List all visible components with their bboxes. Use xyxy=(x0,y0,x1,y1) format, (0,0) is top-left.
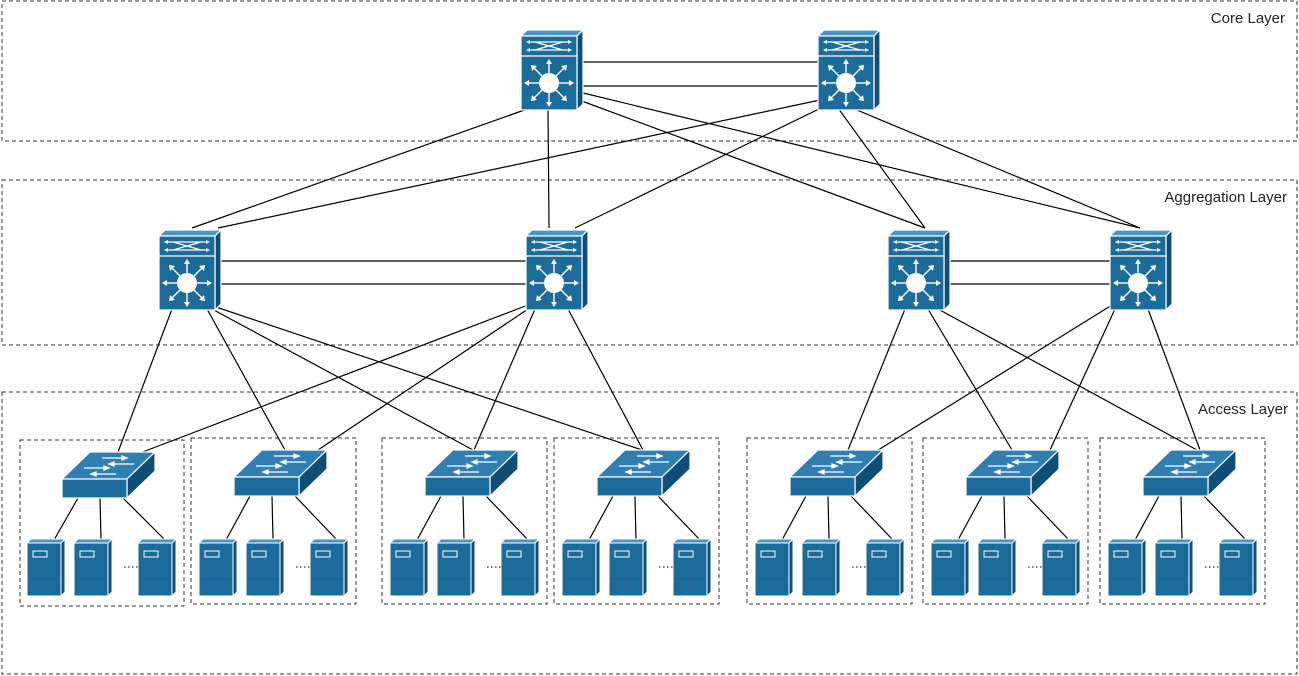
core-layer-zone xyxy=(1,0,1298,142)
aggregation-to-access-link xyxy=(211,308,474,451)
server-tower-icon xyxy=(608,538,648,597)
access-to-server-link xyxy=(827,495,830,541)
server-tower-icon xyxy=(198,538,238,597)
workgroup-switch-icon xyxy=(233,449,328,497)
aggregation-to-access-link xyxy=(1147,308,1201,451)
aggregation-to-access-link xyxy=(567,308,644,451)
aggregation-to-access-link xyxy=(937,308,1198,451)
access-to-server-link xyxy=(1134,495,1160,541)
workgroup-switch-icon xyxy=(596,449,691,497)
access-to-server-link xyxy=(271,495,274,541)
server-tower-icon xyxy=(865,538,905,597)
layer3-multilayer-switch-icon xyxy=(1109,229,1173,311)
workgroup-switch-icon xyxy=(1142,449,1237,497)
server-tower-icon xyxy=(436,538,476,597)
access-to-server-link xyxy=(634,495,637,541)
server-tower-icon xyxy=(561,538,601,597)
access-group-6 xyxy=(922,437,1089,605)
access-to-server-link xyxy=(1026,495,1070,541)
core-to-aggregation-link xyxy=(578,99,926,229)
aggregation-to-access-link xyxy=(206,308,286,451)
aggregation-to-access-link xyxy=(317,306,532,451)
aggregation-to-access-link xyxy=(215,306,643,451)
server-tower-icon xyxy=(672,538,712,597)
core-layer-label: Core Layer xyxy=(1211,10,1285,27)
access-group-4 xyxy=(553,437,720,605)
aggregation-layer-zone xyxy=(1,179,1298,346)
workgroup-switch-icon xyxy=(965,449,1060,497)
server-tower-icon xyxy=(73,538,113,597)
core-to-aggregation-link xyxy=(547,107,550,229)
aggregation-to-access-link xyxy=(117,308,173,453)
server-tower-icon xyxy=(801,538,841,597)
core-to-aggregation-link xyxy=(578,91,1141,229)
aggregation-to-access-link xyxy=(139,304,529,454)
core-to-aggregation-link xyxy=(191,107,531,229)
layer3-multilayer-switch-icon xyxy=(887,229,951,311)
access-to-server-link xyxy=(485,495,529,541)
core-to-aggregation-link xyxy=(217,99,821,229)
access-group-7 xyxy=(1099,437,1266,605)
access-layer-zone xyxy=(1,391,1298,675)
access-to-server-link xyxy=(99,497,102,541)
server-tower-icon xyxy=(245,538,285,597)
server-tower-icon xyxy=(309,538,349,597)
aggregation-to-access-link xyxy=(1049,308,1116,451)
server-tower-icon xyxy=(137,538,177,597)
server-tower-icon xyxy=(754,538,794,597)
server-tower-icon xyxy=(1041,538,1081,597)
core-to-aggregation-link xyxy=(837,107,926,229)
layer3-multilayer-switch-icon xyxy=(817,29,881,111)
access-to-server-link xyxy=(781,495,807,541)
aggregation-to-access-link xyxy=(473,308,536,451)
server-tower-icon xyxy=(1154,538,1194,597)
server-tower-icon xyxy=(930,538,970,597)
access-to-server-link xyxy=(657,495,701,541)
access-to-server-link xyxy=(1003,495,1006,541)
access-to-server-link xyxy=(1203,495,1247,541)
server-tower-icon xyxy=(977,538,1017,597)
server-tower-icon xyxy=(26,538,66,597)
aggregation-layer-label: Aggregation Layer xyxy=(1164,189,1287,206)
layer3-multilayer-switch-icon xyxy=(520,29,584,111)
workgroup-switch-icon xyxy=(789,449,884,497)
access-to-server-link xyxy=(462,495,465,541)
server-tower-icon xyxy=(500,538,540,597)
access-group-1 xyxy=(19,439,185,607)
access-to-server-link xyxy=(850,495,894,541)
workgroup-switch-icon xyxy=(424,449,519,497)
server-tower-icon xyxy=(389,538,429,597)
aggregation-to-access-link xyxy=(847,308,906,451)
access-group-5 xyxy=(746,437,913,605)
access-group-3 xyxy=(381,437,548,605)
access-to-server-link xyxy=(53,497,79,541)
core-to-aggregation-link xyxy=(574,105,826,229)
access-to-server-link xyxy=(957,495,983,541)
layer3-multilayer-switch-icon xyxy=(525,229,589,311)
server-tower-icon xyxy=(1107,538,1147,597)
aggregation-to-access-link xyxy=(874,304,1113,453)
access-to-server-link xyxy=(294,495,338,541)
access-to-server-link xyxy=(122,497,166,541)
workgroup-switch-icon xyxy=(61,451,156,499)
access-to-server-link xyxy=(225,495,251,541)
access-group-2 xyxy=(190,437,357,605)
access-to-server-link xyxy=(1180,495,1183,541)
access-layer-label: Access Layer xyxy=(1198,401,1288,418)
access-to-server-link xyxy=(416,495,442,541)
layer3-multilayer-switch-icon xyxy=(158,229,222,311)
core-to-aggregation-link xyxy=(851,107,1141,229)
server-tower-icon xyxy=(1218,538,1258,597)
aggregation-to-access-link xyxy=(927,308,1013,451)
access-to-server-link xyxy=(588,495,614,541)
